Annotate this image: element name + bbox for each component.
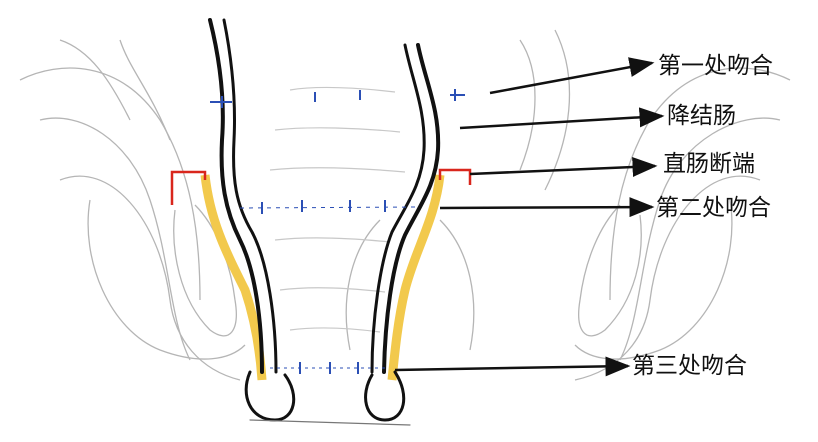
leader-arrows <box>394 57 665 377</box>
label-rectal-stump: 直肠断端 <box>663 151 755 177</box>
rectal-stump-cut-left <box>170 170 207 205</box>
arrow-first-anastomosis <box>489 57 655 95</box>
label-first-anastomosis: 第一处吻合 <box>658 53 773 79</box>
rectal-stump-cut-right <box>438 168 472 185</box>
fat-layer-left <box>200 174 267 381</box>
arrow-third-anastomosis <box>394 356 631 377</box>
sutures <box>210 89 465 374</box>
label-second-anastomosis: 第二处吻合 <box>656 195 771 221</box>
arrow-second-anastomosis <box>439 197 655 218</box>
label-third-anastomosis: 第三处吻合 <box>632 353 747 379</box>
label-descending-colon: 降结肠 <box>667 103 736 129</box>
arrow-descending-colon <box>459 107 665 130</box>
arrow-rectal-stump <box>469 156 658 177</box>
fat-layer-right <box>387 174 445 381</box>
lumen-folds <box>269 86 406 333</box>
colon-walls <box>208 18 441 426</box>
